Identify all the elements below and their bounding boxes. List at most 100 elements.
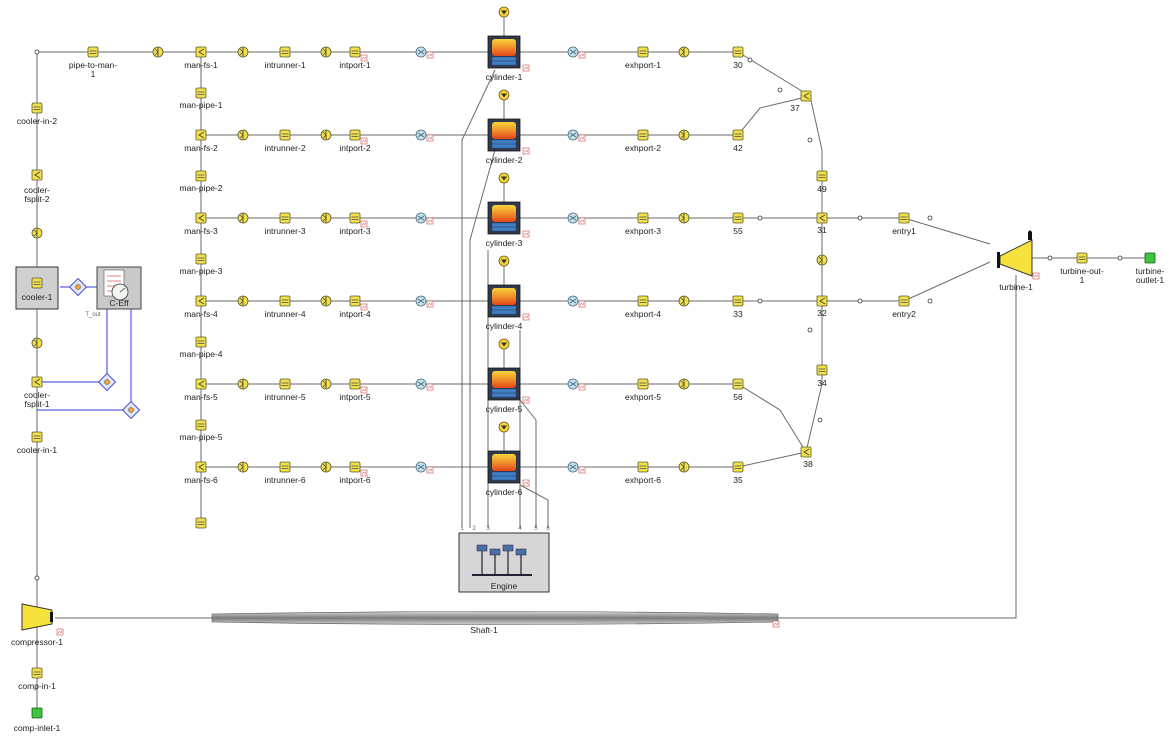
cylinder-4[interactable]: [487, 284, 521, 318]
man-fs-2[interactable]: [195, 129, 207, 141]
intake-valve-2[interactable]: [415, 129, 427, 141]
intake-orifice-b-1[interactable]: [320, 46, 332, 58]
cylinder-3[interactable]: [487, 201, 521, 235]
injector-6[interactable]: [498, 421, 510, 433]
intport-5[interactable]: [349, 378, 361, 390]
cooler-fsplit-2[interactable]: [31, 169, 43, 181]
exhaust-valve-2[interactable]: [567, 129, 579, 141]
exhaust-orifice-2[interactable]: [678, 129, 690, 141]
compressor-1-shape[interactable]: [21, 603, 53, 631]
exh-node-56[interactable]: [732, 378, 744, 390]
injector-2[interactable]: [498, 89, 510, 101]
exhaust-orifice-6[interactable]: [678, 461, 690, 473]
flow-node[interactable]: [1117, 255, 1123, 261]
man-pipe-4[interactable]: [195, 336, 207, 348]
pipe-34[interactable]: [816, 364, 828, 376]
exh-node-33[interactable]: [732, 295, 744, 307]
exh-node-30[interactable]: [732, 46, 744, 58]
flow-node[interactable]: [747, 57, 753, 63]
flow-node[interactable]: [757, 215, 763, 221]
node-inlet-top[interactable]: [34, 49, 40, 55]
intake-valve-4[interactable]: [415, 295, 427, 307]
intport-1[interactable]: [349, 46, 361, 58]
exhport-1[interactable]: [637, 46, 649, 58]
man-fs-4[interactable]: [195, 295, 207, 307]
exhaust-orifice-3[interactable]: [678, 212, 690, 224]
engine-block[interactable]: [458, 532, 550, 593]
cooler-orifice[interactable]: [31, 227, 43, 239]
cylinder-2[interactable]: [487, 118, 521, 152]
intake-valve-3[interactable]: [415, 212, 427, 224]
man-fs-5[interactable]: [195, 378, 207, 390]
exh-node-55[interactable]: [732, 212, 744, 224]
exhport-6[interactable]: [637, 461, 649, 473]
intrunner-1[interactable]: [279, 46, 291, 58]
cooler-in-2-pipe[interactable]: [31, 102, 43, 114]
intake-orifice-a-2[interactable]: [237, 129, 249, 141]
man-fs-1[interactable]: [195, 46, 207, 58]
entry2-pipe[interactable]: [898, 295, 910, 307]
turbine-1-shape[interactable]: [999, 239, 1033, 277]
intake-orifice-a-3[interactable]: [237, 212, 249, 224]
junction-37[interactable]: [800, 90, 812, 102]
intrunner-3[interactable]: [279, 212, 291, 224]
comp-inlet-1-block[interactable]: [31, 707, 43, 719]
intake-orifice-a-6[interactable]: [237, 461, 249, 473]
cooler-in-1-pipe[interactable]: [31, 431, 43, 443]
man-pipe-2[interactable]: [195, 170, 207, 182]
exhaust-valve-1[interactable]: [567, 46, 579, 58]
cylinder-1[interactable]: [487, 35, 521, 69]
intake-orifice-b-5[interactable]: [320, 378, 332, 390]
control-diamond-1[interactable]: [98, 373, 116, 391]
man-pipe-3[interactable]: [195, 253, 207, 265]
intake-valve-1[interactable]: [415, 46, 427, 58]
exhaust-orifice-4[interactable]: [678, 295, 690, 307]
exhaust-valve-4[interactable]: [567, 295, 579, 307]
flow-node[interactable]: [807, 137, 813, 143]
intport-2[interactable]: [349, 129, 361, 141]
exhaust-valve-3[interactable]: [567, 212, 579, 224]
exhaust-valve-5[interactable]: [567, 378, 579, 390]
injector-1[interactable]: [498, 6, 510, 18]
exhaust-orifice-5[interactable]: [678, 378, 690, 390]
intake-orifice-b-3[interactable]: [320, 212, 332, 224]
shaft-1[interactable]: [211, 611, 779, 625]
man-fs-6[interactable]: [195, 461, 207, 473]
flow-node[interactable]: [807, 327, 813, 333]
intport-4[interactable]: [349, 295, 361, 307]
exhport-3[interactable]: [637, 212, 649, 224]
intport-6[interactable]: [349, 461, 361, 473]
exh-node-35[interactable]: [732, 461, 744, 473]
intake-valve-6[interactable]: [415, 461, 427, 473]
flow-node[interactable]: [777, 87, 783, 93]
cooler-fsplit-1[interactable]: [31, 376, 43, 388]
junction-31[interactable]: [816, 212, 828, 224]
injector-4[interactable]: [498, 255, 510, 267]
flow-node[interactable]: [857, 298, 863, 304]
injector-5[interactable]: [498, 338, 510, 350]
flow-node[interactable]: [1047, 255, 1053, 261]
intake-valve-5[interactable]: [415, 378, 427, 390]
intake-orifice-b-2[interactable]: [320, 129, 332, 141]
manifold-end-cap[interactable]: [195, 517, 207, 529]
t-out-sensor-diamond[interactable]: [69, 278, 87, 296]
pipe-to-man-1-pipe[interactable]: [87, 46, 99, 58]
intake-orifice-b-6[interactable]: [320, 461, 332, 473]
man-pipe-5[interactable]: [195, 419, 207, 431]
flow-node[interactable]: [757, 298, 763, 304]
intake-orifice-b-4[interactable]: [320, 295, 332, 307]
entry1-pipe[interactable]: [898, 212, 910, 224]
cylinder-6[interactable]: [487, 450, 521, 484]
orifice-31-32[interactable]: [816, 254, 828, 266]
cooler-orifice-lower[interactable]: [31, 337, 43, 349]
pipe-49[interactable]: [816, 170, 828, 182]
exhaust-orifice-1[interactable]: [678, 46, 690, 58]
exhport-2[interactable]: [637, 129, 649, 141]
node-compressor-outlet[interactable]: [34, 575, 40, 581]
exhport-5[interactable]: [637, 378, 649, 390]
intrunner-2[interactable]: [279, 129, 291, 141]
man-pipe-1[interactable]: [195, 87, 207, 99]
intake-orifice-a-4[interactable]: [237, 295, 249, 307]
junction-32[interactable]: [816, 295, 828, 307]
turbine-out-1-pipe[interactable]: [1076, 252, 1088, 264]
